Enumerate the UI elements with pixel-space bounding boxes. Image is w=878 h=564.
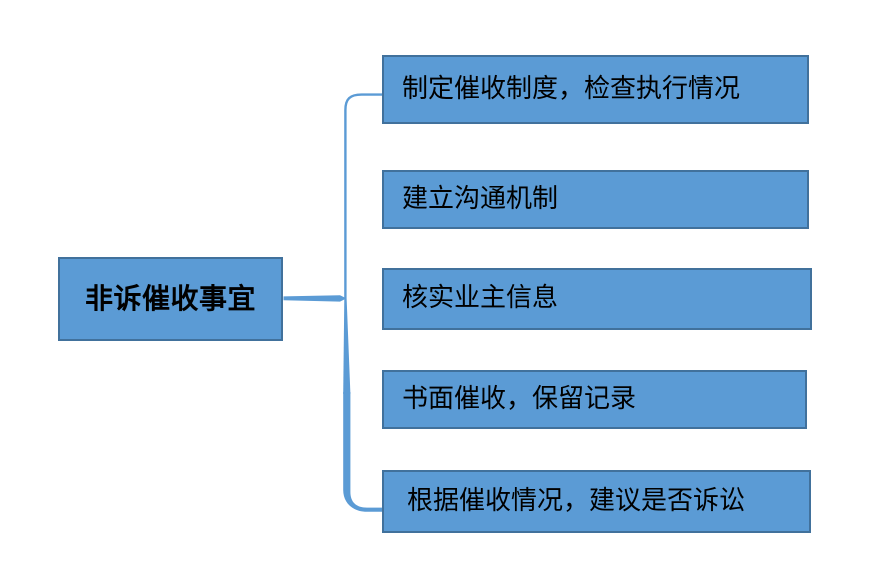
child-node-3-label: 核实业主信息 [402, 283, 559, 314]
connector-spine-taper [343, 298, 351, 394]
child-node-5-label: 根据催收情况，建议是否诉讼 [407, 485, 746, 516]
connector-upper-branch [344, 93, 382, 298]
child-node-4-label: 书面催收，保留记录 [402, 383, 637, 414]
child-node-1[interactable]: 制定催收制度，检查执行情况 [382, 55, 809, 124]
root-node[interactable]: 非诉催收事宜 [58, 257, 283, 341]
child-node-2[interactable]: 建立沟通机制 [382, 170, 809, 229]
connector-lower-branch [343, 392, 382, 512]
child-node-2-label: 建立沟通机制 [402, 183, 559, 214]
child-node-5[interactable]: 根据催收情况，建议是否诉讼 [382, 470, 811, 533]
connector-root-stub [283, 295, 347, 302]
child-node-3[interactable]: 核实业主信息 [382, 268, 812, 330]
root-node-label: 非诉催收事宜 [84, 281, 256, 315]
child-node-4[interactable]: 书面催收，保留记录 [382, 370, 807, 429]
child-node-1-label: 制定催收制度，检查执行情况 [402, 73, 741, 104]
